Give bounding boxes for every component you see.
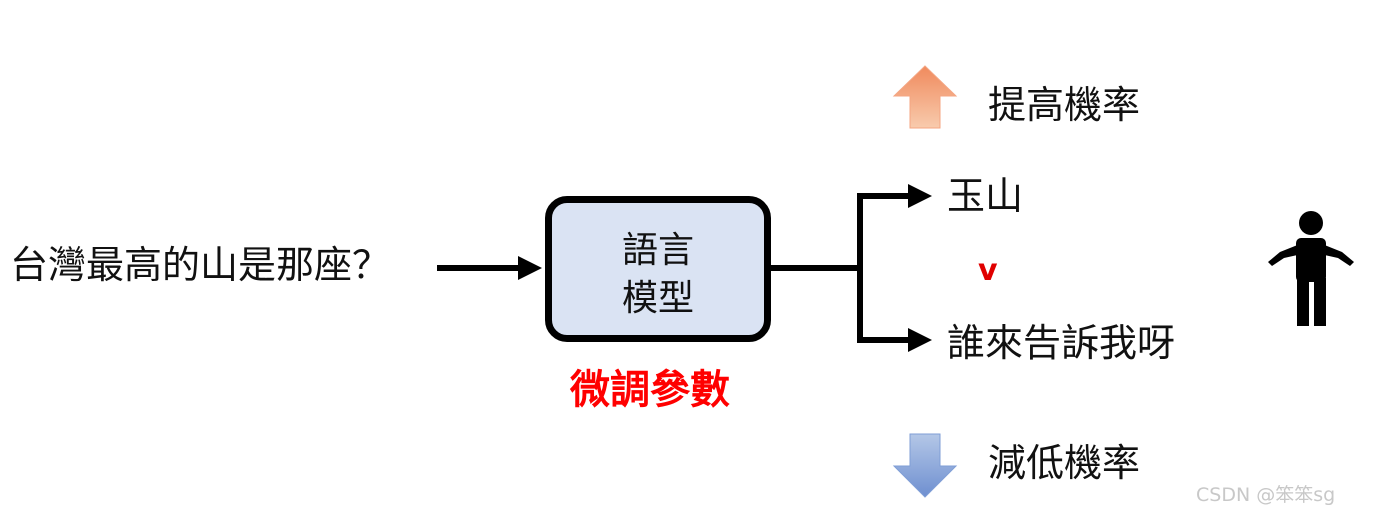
preferred-answer: 玉山 <box>947 174 1024 218</box>
watermark: CSDN @笨笨sg <box>1196 484 1336 506</box>
language-model-box: 語言 模型 <box>545 196 771 342</box>
model-label-line1: 語言 <box>621 230 694 271</box>
input-arrow <box>437 256 542 280</box>
tuning-label: 微調參數 <box>570 367 730 413</box>
decrease-arrow-icon <box>892 433 958 498</box>
rejected-answer: 誰來告訴我呀 <box>947 321 1176 365</box>
output-connector <box>771 196 863 343</box>
model-label-line2: 模型 <box>621 278 694 319</box>
question-text: 台灣最高的山是那座？ <box>10 243 391 287</box>
person-icon <box>1268 211 1354 326</box>
decrease-probability-label: 減低機率 <box>988 441 1141 485</box>
branch-arrow-top <box>857 184 932 208</box>
increase-probability-label: 提高機率 <box>988 83 1141 127</box>
comparison-symbol: v <box>978 253 998 288</box>
branch-arrow-bottom <box>857 328 932 352</box>
increase-arrow-icon <box>892 65 958 129</box>
